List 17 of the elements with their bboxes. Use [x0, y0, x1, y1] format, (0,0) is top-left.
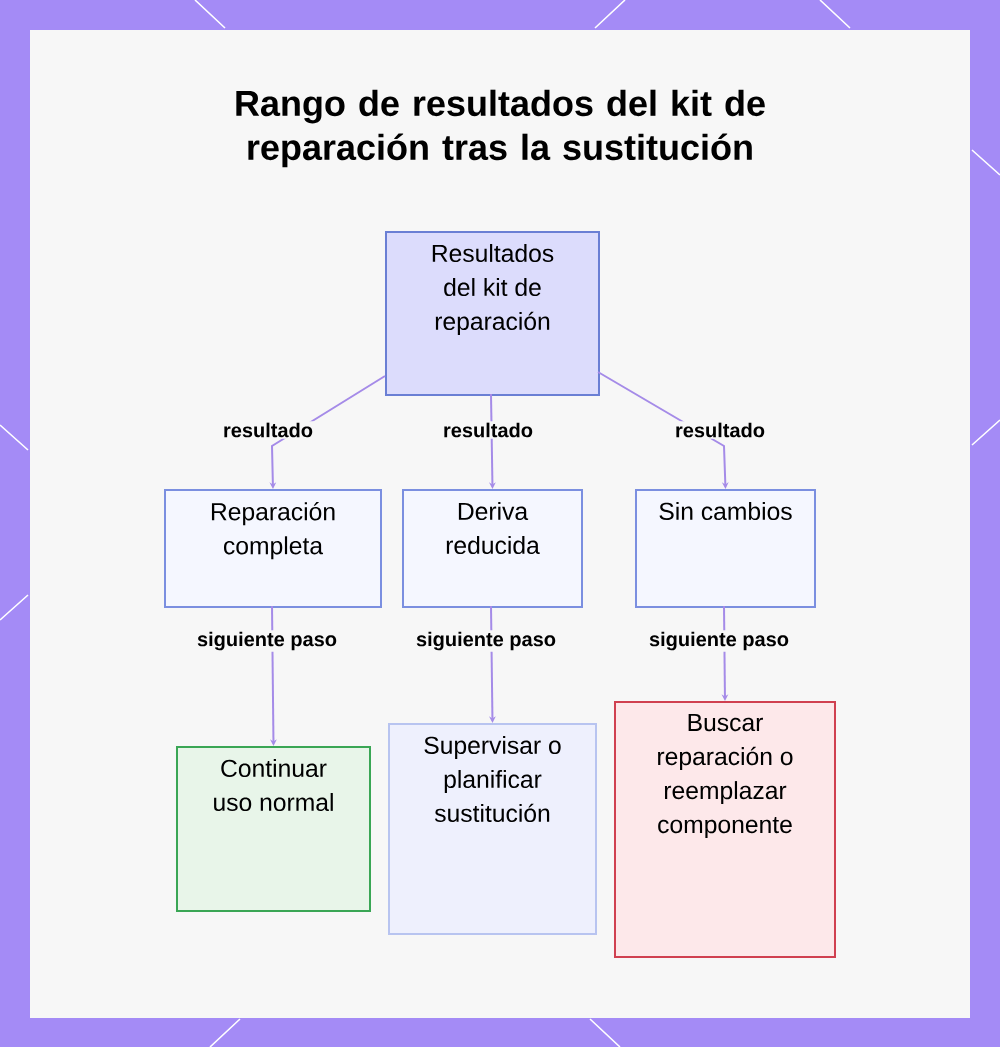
process-box: Reparación completa [164, 489, 382, 608]
arrow [270, 605, 277, 746]
edge-label: resultado [441, 421, 535, 439]
edge-label: siguiente paso [414, 630, 558, 652]
process-box: Buscar reparación o reemplazar componente [614, 701, 836, 958]
process-box: Supervisar o planificar sustitución [388, 723, 597, 935]
arrow [489, 605, 496, 723]
edge-label: siguiente paso [647, 630, 791, 652]
process-box: Sin cambios [635, 489, 816, 608]
edge-label: resultado [221, 421, 315, 439]
process-box: Resultados del kit de reparación [385, 231, 600, 396]
edge-label: resultado [673, 421, 767, 439]
edge-label: siguiente paso [195, 630, 339, 652]
title: Rango de resultados del kit de reparación tras la sustitución [236, 89, 765, 168]
arrow [489, 393, 496, 489]
process-box: Deriva reducida [402, 489, 583, 608]
process-box: Continuar uso normal [176, 746, 371, 912]
